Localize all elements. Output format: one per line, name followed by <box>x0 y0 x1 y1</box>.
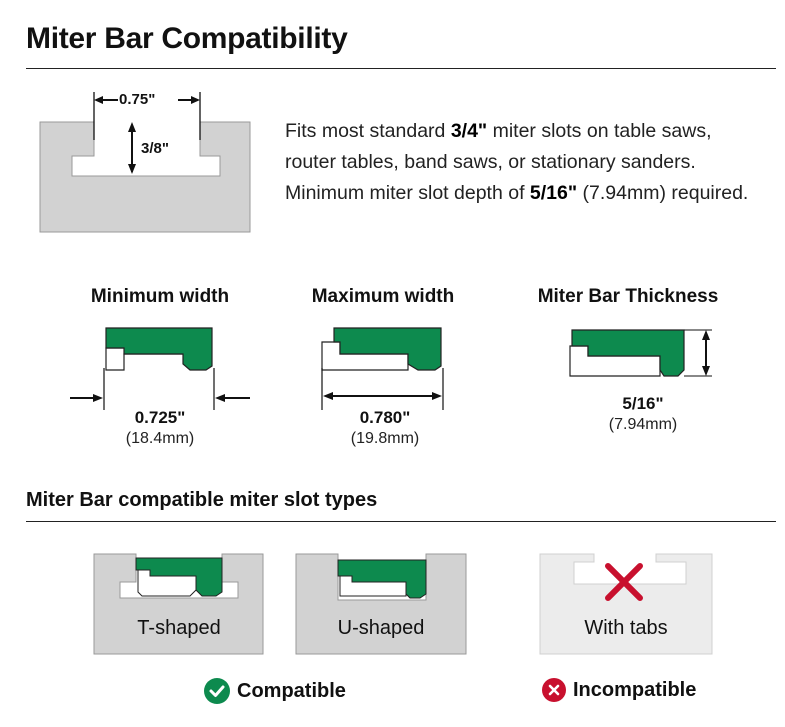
thickness-heading: Miter Bar Thickness <box>537 286 719 307</box>
with-tabs-label: With tabs <box>584 617 668 639</box>
min-width-metric: (18.4mm) <box>125 430 195 447</box>
max-width-metric: (19.8mm) <box>350 430 420 447</box>
min-width-bar <box>70 327 250 410</box>
t-shaped-label: T-shaped <box>137 617 221 639</box>
slot-types-diagrams <box>93 553 713 655</box>
thickness-bar <box>569 329 712 377</box>
t-shaped-slot <box>93 553 264 655</box>
min-depth-bold: 5/16" <box>529 182 578 204</box>
measurement-diagrams <box>70 327 712 410</box>
thickness-value: 5/16" <box>622 394 664 413</box>
max-width-value: 0.780" <box>359 408 411 427</box>
slot-depth-label: 3/8" <box>141 140 169 157</box>
x-circle-icon <box>542 678 566 702</box>
incompatible-legend: Incompatible <box>541 677 696 703</box>
thickness-metric: (7.94mm) <box>608 416 678 433</box>
slot-width-label: 0.75" <box>119 91 156 108</box>
section-divider <box>26 521 776 522</box>
max-width-heading: Maximum width <box>311 286 455 307</box>
compatible-legend: Compatible <box>203 677 346 705</box>
compatibility-description: Fits most standard 3/4" miter slots on t… <box>285 120 749 204</box>
min-width-heading: Minimum width <box>90 286 230 307</box>
incompatible-x-icon <box>605 563 643 601</box>
min-width-value: 0.725" <box>134 408 186 427</box>
incompatible-label: Incompatible <box>573 678 697 701</box>
check-circle-icon <box>204 678 230 704</box>
slot-types-title: Miter Bar compatible miter slot types <box>26 489 378 511</box>
page-title: Miter Bar Compatibility <box>26 22 348 55</box>
max-width-bar <box>321 327 444 410</box>
compatible-label: Compatible <box>237 679 346 702</box>
u-shaped-slot <box>295 553 467 655</box>
miter-slot-diagram <box>39 92 251 233</box>
tabs-slot <box>539 553 713 655</box>
slot-width-bold: 3/4" <box>450 120 488 142</box>
u-shaped-label: U-shaped <box>337 617 425 639</box>
title-divider <box>26 68 776 69</box>
